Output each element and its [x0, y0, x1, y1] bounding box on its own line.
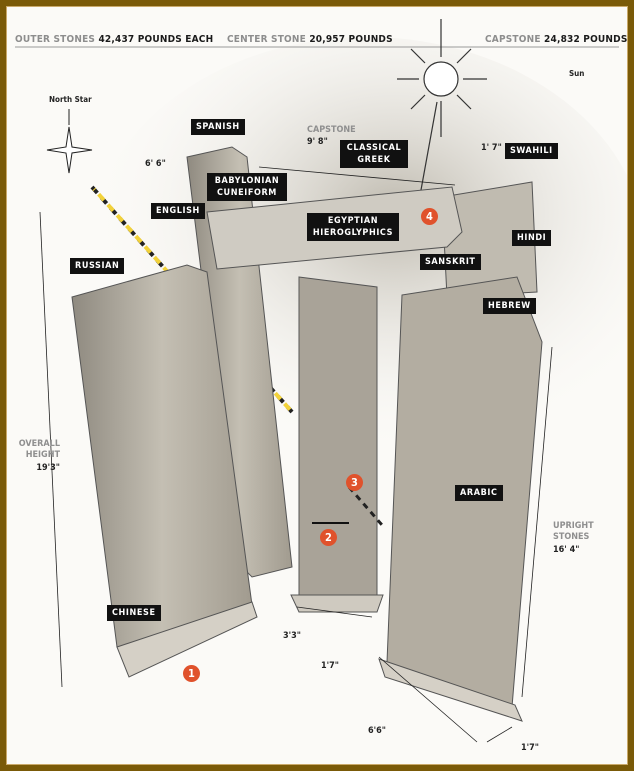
center-stone	[298, 276, 378, 598]
outer-stones-key: OUTER STONES	[15, 34, 96, 45]
label-sanskrit: SANSKRIT	[420, 254, 481, 270]
label-hindi: HINDI	[512, 230, 552, 246]
label-egyptian-hieroglyphics: EGYPTIAN HIEROGLYPHICS	[307, 213, 399, 241]
capstone-length: 9' 8"	[307, 137, 328, 147]
label-arabic: ARABIC	[455, 485, 503, 501]
label-english: ENGLISH	[151, 203, 205, 219]
center-stone-weight: CENTER STONE 20,957 POUNDS	[227, 34, 393, 45]
label-babylonian-cuneiform: BABYLONIAN CUNEIFORM	[207, 173, 287, 201]
marker-3: 3	[346, 474, 363, 491]
outer-stones-weight: OUTER STONES 42,437 POUNDS EACH	[15, 34, 213, 45]
center-stone-base	[290, 594, 384, 613]
label-russian: RUSSIAN	[70, 258, 125, 274]
capstone-height: 6' 6"	[145, 159, 166, 169]
north-star-icon	[46, 109, 93, 174]
capstone-dim-label: CAPSTONE	[307, 125, 356, 135]
capstone-value: 24,832 POUNDS	[544, 34, 628, 45]
north-star-label: North Star	[49, 95, 92, 104]
outer-stone-width: 6'6"	[368, 726, 386, 736]
dimension-lines	[39, 166, 553, 743]
center-stone-value: 20,957 POUNDS	[309, 34, 393, 45]
marker-1: 1	[183, 665, 200, 682]
capstone-weight: CAPSTONE 24,832 POUNDS	[485, 34, 628, 45]
sun-sightline	[347, 486, 384, 526]
upright-stones-value: 16' 4"	[553, 545, 580, 555]
center-stone-key: CENTER STONE	[227, 34, 306, 45]
upright-stones-label: UPRIGHT STONES	[553, 521, 594, 542]
sun-label: Sun	[569, 69, 585, 78]
outer-stones-value: 42,437 POUNDS EACH	[98, 34, 214, 45]
label-hebrew: HEBREW	[483, 298, 536, 314]
marker-2: 2	[320, 529, 337, 546]
front-left-base	[116, 601, 258, 678]
center-stone-width: 3'3"	[283, 631, 301, 641]
outer-stone-depth: 1'7"	[521, 743, 539, 753]
stones-illustration	[15, 19, 627, 743]
marker-4: 4	[421, 208, 438, 225]
front-right-base	[378, 658, 523, 722]
label-chinese: CHINESE	[107, 605, 161, 621]
label-classical-greek: CLASSICAL GREEK	[340, 140, 408, 168]
capstone-key: CAPSTONE	[485, 34, 541, 45]
overall-height-value: 19'3"	[36, 463, 60, 473]
overall-height-label: OVERALL HEIGHT	[18, 439, 60, 460]
capstone-thickness: 1' 7"	[481, 143, 502, 153]
diagram-frame: OUTER STONES 42,437 POUNDS EACH CENTER S…	[6, 6, 628, 765]
center-stone-depth: 1'7"	[321, 661, 339, 671]
label-swahili: SWAHILI	[505, 143, 558, 159]
label-spanish: SPANISH	[191, 119, 245, 135]
